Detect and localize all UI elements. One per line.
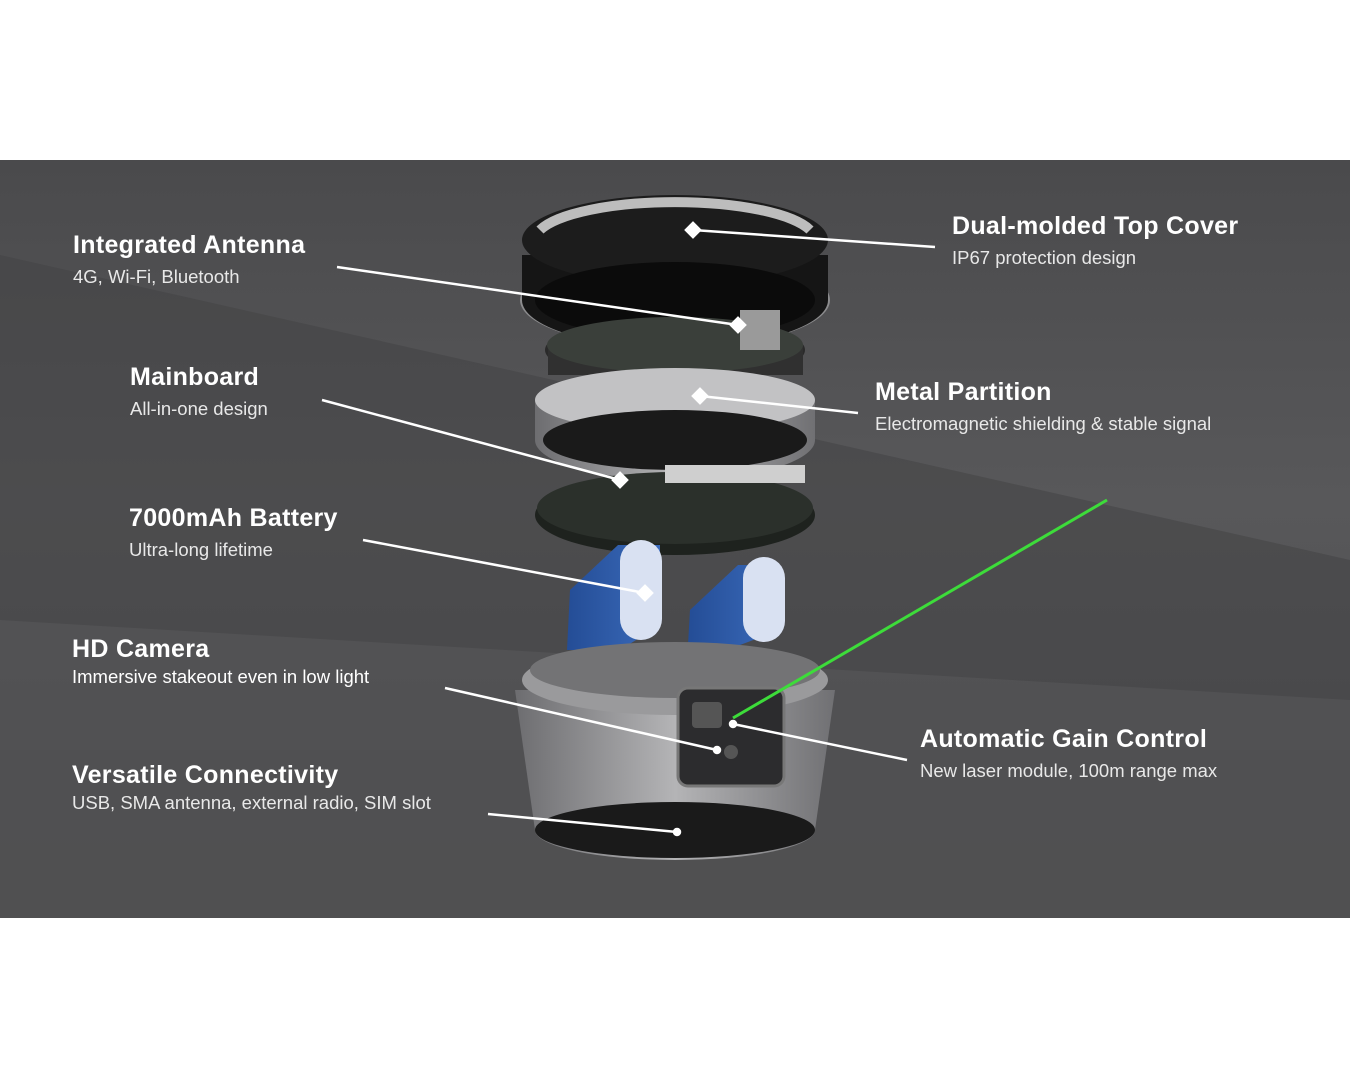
exploded-device-illustration — [0, 195, 1350, 918]
callout-mainboard: Mainboard All-in-one design — [130, 363, 268, 420]
callout-subtitle: Immersive stakeout even in low light — [72, 666, 370, 687]
callout-subtitle: Ultra-long lifetime — [129, 539, 273, 560]
metal-partition-part — [535, 368, 815, 480]
leader-lines — [321, 221, 936, 837]
callout-subtitle: All-in-one design — [130, 398, 268, 419]
callout-gain-control: Automatic Gain Control New laser module,… — [920, 725, 1217, 782]
callout-subtitle: USB, SMA antenna, external radio, SIM sl… — [72, 792, 431, 813]
callout-title: Versatile Connectivity — [72, 761, 339, 789]
callout-camera: HD Camera Immersive stakeout even in low… — [72, 635, 369, 688]
callout-connectivity: Versatile Connectivity USB, SMA antenna,… — [72, 761, 431, 814]
callout-subtitle: 4G, Wi-Fi, Bluetooth — [73, 266, 240, 287]
callout-title: Dual-molded Top Cover — [952, 212, 1239, 240]
callout-top-cover: Dual-molded Top Cover IP67 protection de… — [952, 212, 1238, 269]
callout-battery: 7000mAh Battery Ultra-long lifetime — [129, 504, 338, 561]
callout-title: HD Camera — [72, 635, 210, 663]
laser-beam — [732, 498, 1108, 720]
callout-subtitle: New laser module, 100m range max — [920, 760, 1218, 781]
mainboard-part — [535, 465, 815, 555]
battery-part — [567, 540, 785, 650]
callout-antenna: Integrated Antenna 4G, Wi-Fi, Bluetooth — [73, 231, 305, 288]
base-unit-part — [515, 642, 835, 860]
antenna-board-part — [545, 310, 805, 382]
callout-title: Metal Partition — [875, 378, 1052, 406]
callout-title: Automatic Gain Control — [920, 725, 1208, 753]
callout-title: Mainboard — [130, 363, 260, 391]
callout-subtitle: IP67 protection design — [952, 247, 1137, 268]
product-diagram-panel: Dual-molded Top Cover IP67 protection de… — [0, 160, 1350, 918]
callout-metal-partition: Metal Partition Electromagnetic shieldin… — [875, 378, 1211, 435]
callout-subtitle: Electromagnetic shielding & stable signa… — [875, 413, 1212, 434]
callout-title: 7000mAh Battery — [129, 504, 338, 532]
callout-title: Integrated Antenna — [73, 231, 306, 259]
